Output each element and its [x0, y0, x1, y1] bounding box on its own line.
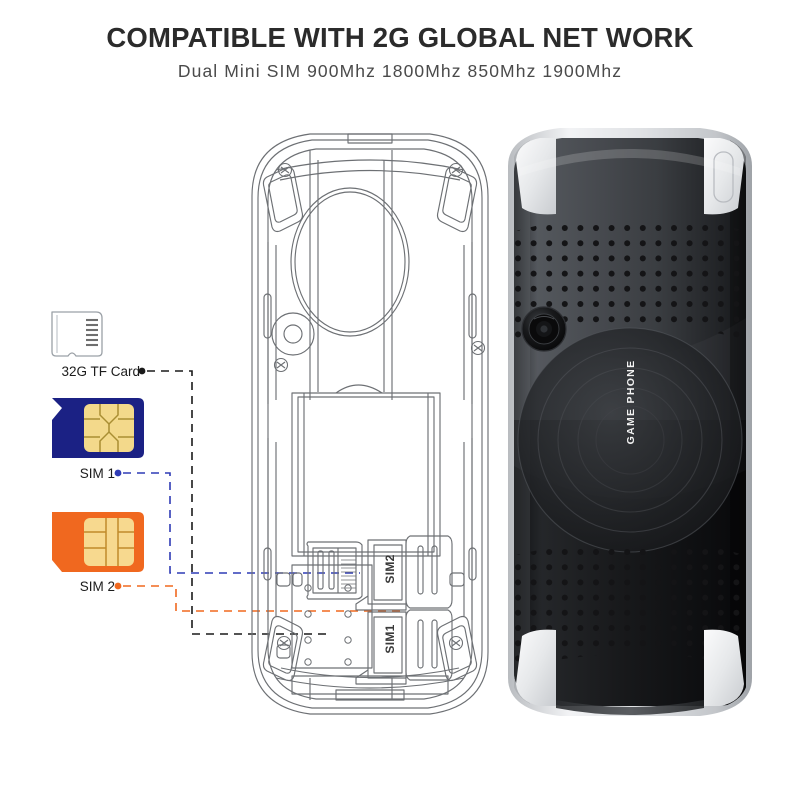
connector-line-sim1 — [114, 469, 360, 574]
cad-slot-label-sim1: SIM1 — [383, 624, 397, 654]
page-subtitle: Dual Mini SIM 900Mhz 1800Mhz 850Mhz 1900… — [177, 60, 623, 81]
phone-back-photo — [508, 128, 752, 716]
camera-lens-icon — [521, 306, 567, 352]
corner-trim-tabs — [516, 138, 744, 706]
speaker-disc — [517, 327, 743, 553]
cad-slot-label-sim2: SIM2 — [383, 554, 397, 584]
sim1-card-icon — [52, 398, 144, 458]
connector-line-sim2 — [114, 582, 400, 612]
sim2-card-icon — [52, 512, 144, 572]
card-label-sim1: SIM 1 — [79, 466, 115, 481]
page-title: COMPATIBLE WITH 2G GLOBAL NET WORK — [106, 22, 694, 53]
microsd-card-icon — [51, 311, 103, 357]
tf-card-reader-cad — [306, 541, 363, 600]
header: COMPATIBLE WITH 2G GLOBAL NET WORK Dual … — [0, 22, 800, 82]
phone-cad-drawing — [251, 133, 489, 715]
card-label-sim2: SIM 2 — [79, 579, 115, 594]
connector-line-tf-card — [138, 367, 330, 635]
card-label-tf: 32G TF Card — [61, 364, 140, 379]
